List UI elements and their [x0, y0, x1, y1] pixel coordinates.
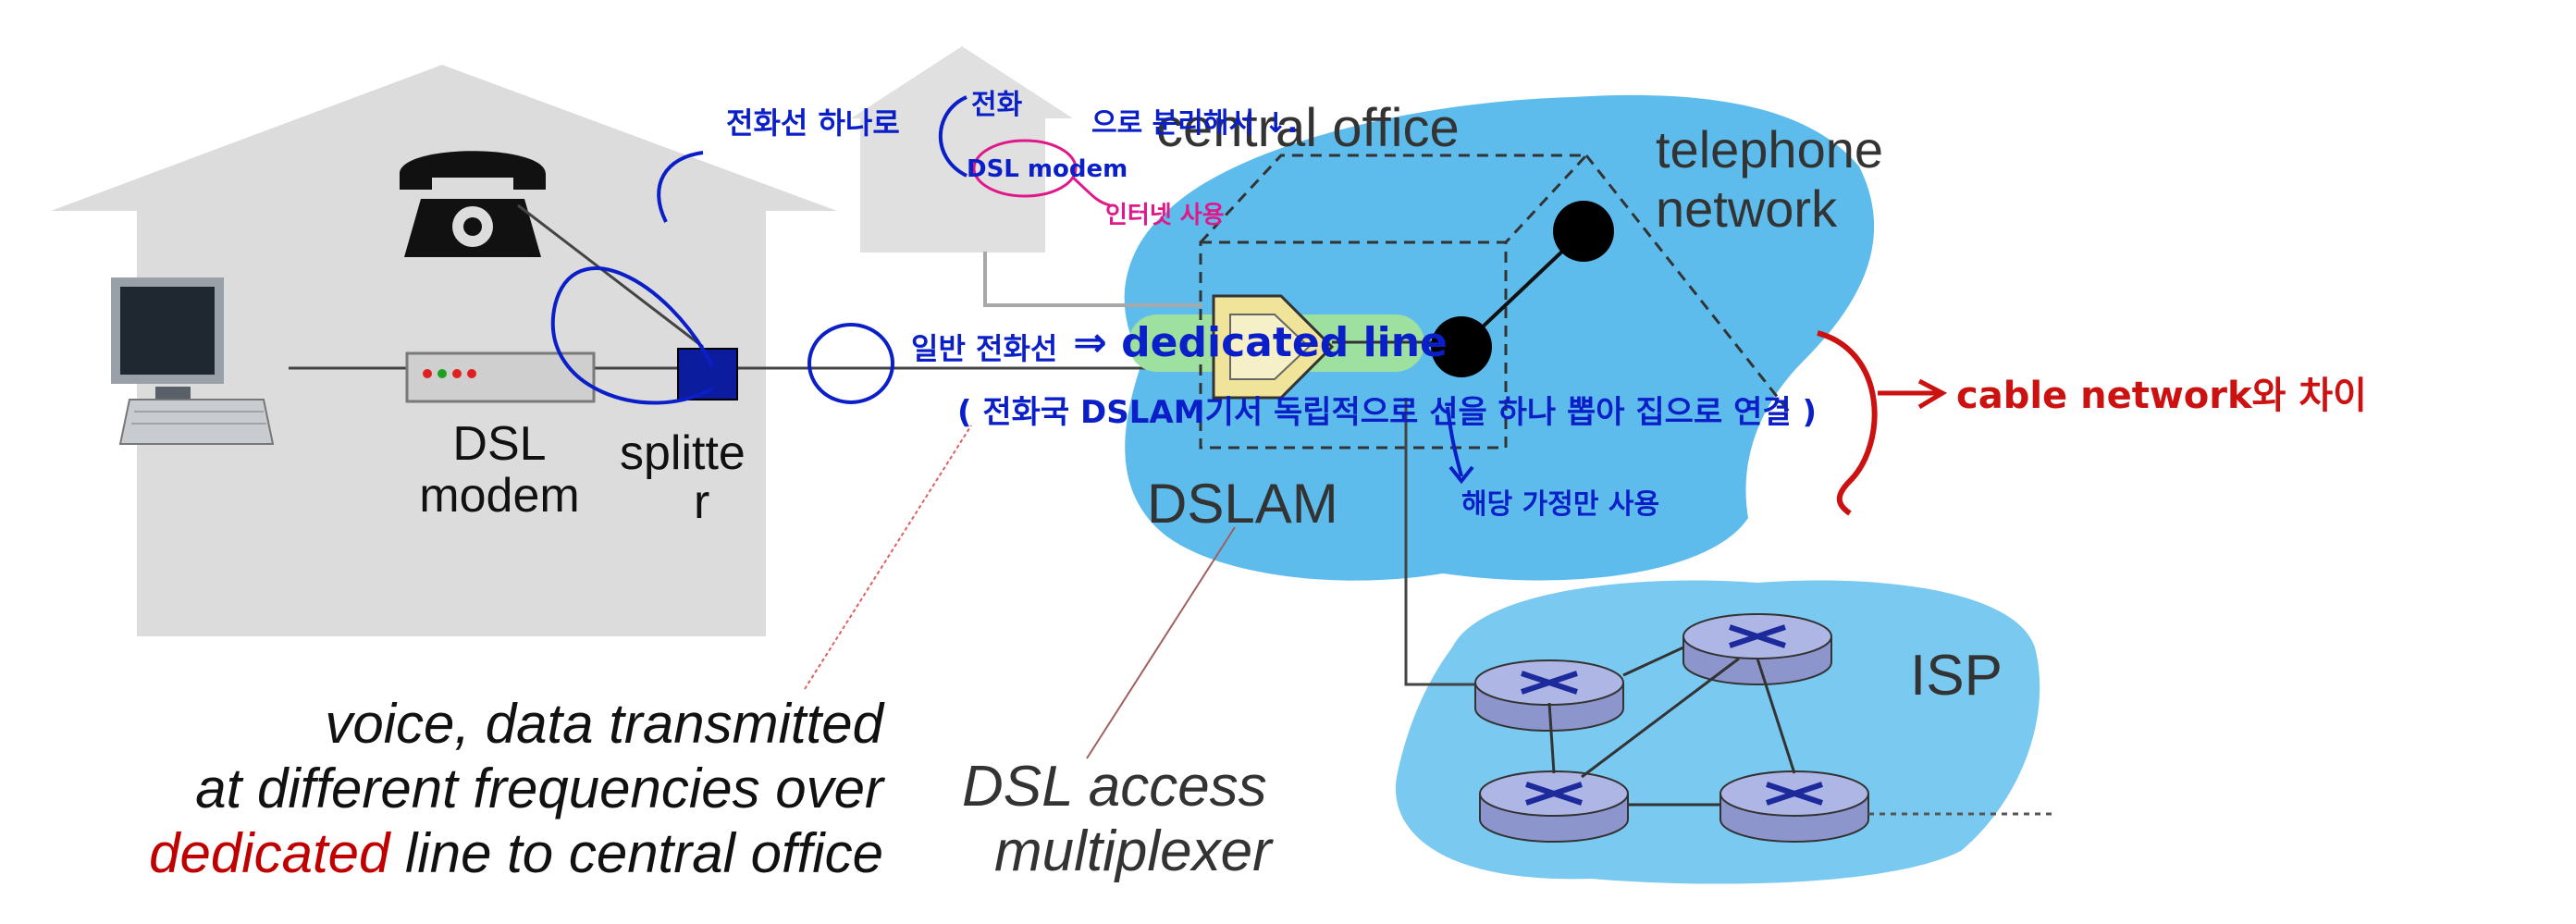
telephone-network-label: telephone network	[1656, 120, 1884, 238]
note-phone: 전화	[971, 89, 1023, 121]
isp-label: ISP	[1910, 644, 2003, 708]
caption-line-2: at different frequencies over	[195, 758, 883, 819]
dslam-icon	[1212, 294, 1335, 400]
router-icon	[1682, 613, 1832, 685]
splitter-label-2: r	[694, 475, 710, 529]
red-bracket	[1817, 330, 1878, 516]
note-cable-difference: cable network와 차이	[1956, 375, 2367, 417]
caption-line-1: voice, data transmitted	[325, 693, 883, 755]
pointer-line	[804, 425, 972, 690]
telephone-network-cloud	[1124, 94, 1875, 581]
central-office-label: central office	[1156, 98, 1460, 158]
note-household-only: 해당 가정만 사용	[1461, 488, 1660, 521]
note-dsl-modem: DSL modem	[967, 155, 1128, 183]
network-node	[1553, 201, 1614, 262]
note-phone-line: 전화선 하나로	[726, 105, 900, 141]
splitter-label-1: splitte	[620, 426, 746, 480]
line-phone-splitter	[517, 203, 704, 349]
note-split: 으로 분리해서 ↓.	[1091, 107, 1299, 140]
network-node	[1431, 316, 1492, 377]
note-internet-use: 인터넷 사용	[1105, 202, 1225, 229]
cable-line	[983, 252, 1202, 307]
house-icon-2	[851, 46, 1073, 253]
note-exchange: ( 전화국 DSLAM기서 독립적으로 선을 하나 뽑아 집으로 연결 )	[957, 394, 1818, 431]
router-icon	[1479, 770, 1629, 843]
caption-line-3: dedicated line to central office	[149, 821, 883, 886]
dsl-modem-label-2: modem	[419, 469, 580, 523]
dslam-label: DSLAM	[1147, 473, 1338, 535]
note-dedicated-line: ⇒ dedicated line	[1073, 319, 1448, 366]
computer-icon	[111, 277, 275, 445]
note-ordinary-line: 일반 전화선	[911, 331, 1058, 366]
dsl-modem-label-1: DSL	[452, 417, 547, 471]
dedicated-keyword: dedicated	[149, 822, 390, 884]
handwritten-strokes	[550, 95, 1474, 485]
dsl-access-label-2: multiplexer	[994, 819, 1272, 883]
pink-circle	[972, 139, 1078, 198]
telephone-icon	[400, 151, 546, 257]
dsl-access-label-1: DSL access	[962, 755, 1267, 819]
central-office-box	[1199, 240, 1508, 450]
pointer-line	[1086, 526, 1236, 759]
caption-line-3-rest: line to central office	[389, 822, 883, 884]
router-icon	[1719, 770, 1869, 843]
router-icon	[1474, 659, 1624, 732]
